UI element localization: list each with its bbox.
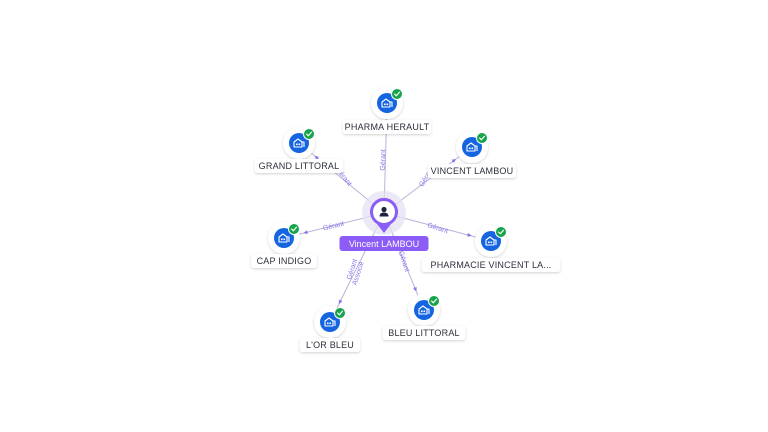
building-icon xyxy=(462,137,482,157)
verified-check-icon xyxy=(476,132,488,144)
company-label-pill xyxy=(342,120,432,134)
center-name-pill xyxy=(339,236,429,251)
company-node-pharma-herault[interactable]: PHARMA HERAULT xyxy=(342,87,432,134)
company-node-grand-littoral[interactable]: GRAND LITTORAL xyxy=(254,127,344,173)
company-label-pill xyxy=(427,164,517,178)
building-icon xyxy=(274,228,294,248)
edge-arrow xyxy=(466,232,472,237)
edge-role-label: Gérant xyxy=(426,222,449,235)
center-person-name: Vincent LAMBOU xyxy=(349,239,419,249)
company-label-pill xyxy=(254,159,344,173)
company-label-pill xyxy=(299,338,361,352)
person-node-center[interactable]: Vincent LAMBOU xyxy=(339,191,429,251)
company-name: L'OR BLEU xyxy=(306,340,354,350)
company-node-cap-indigo[interactable]: CAP INDIGO xyxy=(251,222,317,268)
building-icon xyxy=(320,312,340,332)
verified-check-icon xyxy=(391,88,403,100)
edge-arrow xyxy=(314,155,319,160)
edge-role-label: Gérant xyxy=(397,250,410,273)
verified-check-icon xyxy=(334,307,346,319)
company-node-bleu-littoral[interactable]: BLEU LITTORAL xyxy=(382,294,466,340)
company-node-lor-bleu[interactable]: L'OR BLEU xyxy=(299,306,361,352)
company-label-pill xyxy=(382,326,466,340)
building-icon xyxy=(481,231,501,251)
company-node-pharmacie-vincent-la[interactable]: PHARMACIE VINCENT LA... xyxy=(421,225,561,272)
verified-check-icon xyxy=(495,226,507,238)
building-icon xyxy=(289,133,309,153)
building-icon xyxy=(377,93,397,113)
edge-role-label: Gérant xyxy=(322,221,345,233)
company-name: PHARMACIE VINCENT LA... xyxy=(431,260,552,270)
verified-check-icon xyxy=(303,128,315,140)
edge-arrow xyxy=(303,230,309,235)
edge-arrow xyxy=(413,286,417,292)
company-label-pill xyxy=(421,258,561,272)
company-name: CAP INDIGO xyxy=(257,256,312,266)
edge-role-label: Gérant xyxy=(380,149,388,171)
company-name: VINCENT LAMBOU xyxy=(431,166,514,176)
edge-arrow xyxy=(451,158,456,163)
verified-check-icon xyxy=(428,295,440,307)
company-node-vincent-lambou[interactable]: VINCENT LAMBOU xyxy=(427,131,517,178)
edge-arrow xyxy=(338,299,343,305)
person-icon xyxy=(379,206,389,217)
verified-check-icon xyxy=(288,223,300,235)
building-icon xyxy=(414,300,434,320)
company-name: BLEU LITTORAL xyxy=(388,328,459,338)
company-name: PHARMA HERAULT xyxy=(345,122,430,132)
company-label-pill xyxy=(251,254,317,268)
company-name: GRAND LITTORAL xyxy=(259,161,340,171)
